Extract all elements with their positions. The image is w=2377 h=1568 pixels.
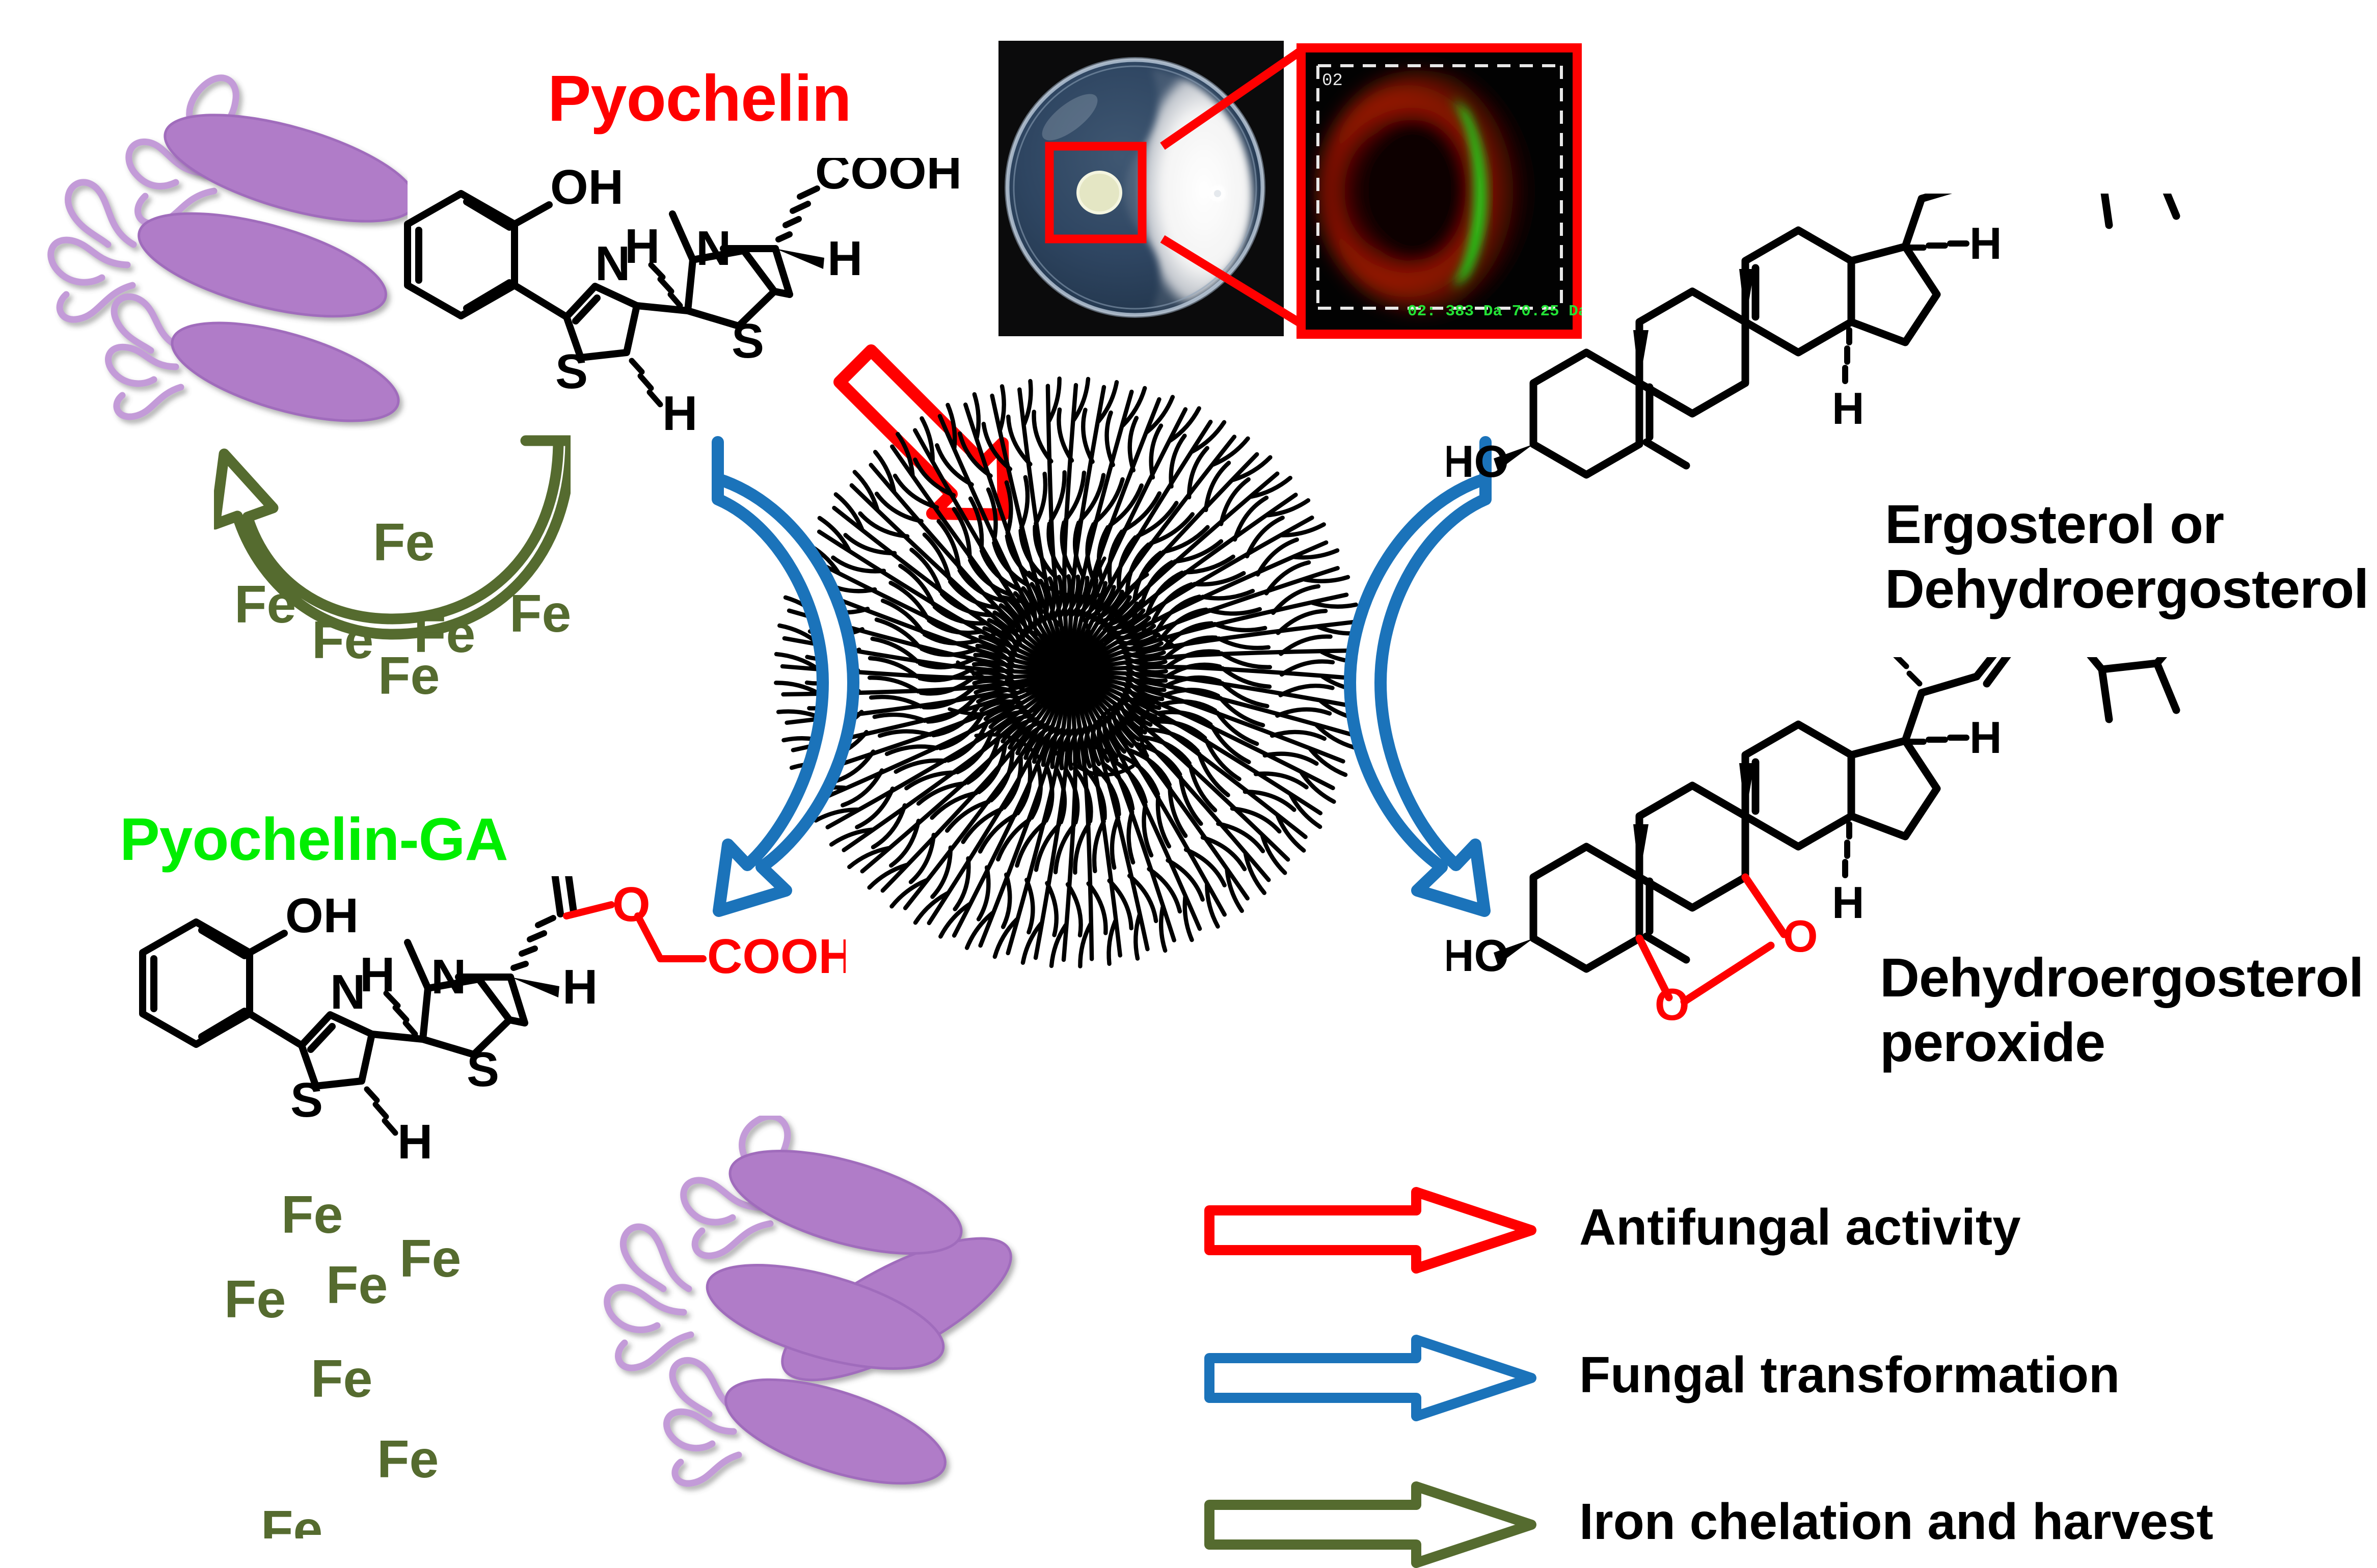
atom-HO: HO: [1447, 930, 1509, 981]
atom-N-ring2: N: [431, 950, 466, 1004]
atom-N-ring1: N: [330, 965, 365, 1019]
bacterium-6: [706, 1264, 945, 1370]
atom-H-right: H: [562, 960, 598, 1014]
legend-label-antifungal: Antifungal activity: [1579, 1199, 2021, 1256]
bacterium-1: [164, 114, 408, 223]
legend-arrow-iron-chelation: [1204, 1481, 1536, 1568]
pyochelin-ga-structure: OH N S H H N S H O O COOH: [139, 876, 846, 1169]
ergosterol-label-line2: Dehydroergosterol: [1885, 558, 2369, 620]
atom-H-C17: H: [1969, 712, 2002, 763]
legend-label-transformation: Fungal transformation: [1579, 1346, 2120, 1403]
legend-label-iron-chelation: Iron chelation and harvest: [1579, 1493, 2213, 1550]
peroxide-label-line2: peroxide: [1880, 1011, 2105, 1073]
pyochelin-title: Pyochelin: [548, 62, 852, 135]
fungal-mycelium: [754, 357, 1386, 988]
fe-label: Fe: [414, 605, 475, 664]
atom-COOH: COOH: [815, 158, 962, 199]
iron-cluster-top: Fe Fe Fe Fe Fe Fe: [234, 513, 571, 706]
atom-H-right: H: [827, 231, 862, 286]
atom-H-left: H: [360, 948, 395, 1002]
fungal-transformation-arrow-left: [712, 436, 859, 917]
atom-S-ring2: S: [732, 314, 764, 368]
flagella-top: [47, 74, 239, 420]
bacterium-5: [728, 1149, 963, 1255]
atom-H-ring1: H: [662, 386, 697, 441]
bacteria-cells-top: [138, 114, 408, 422]
fe-label: Fe: [224, 1270, 286, 1329]
ergosterol-label: Ergosterol or Dehydroergosterol: [1885, 492, 2369, 621]
fe-label: Fe: [311, 1349, 372, 1409]
atom-OH: OH: [285, 888, 359, 943]
peroxide-label-line1: Dehydroergosterol: [1880, 947, 2364, 1008]
antifungal-arrow-red: [833, 344, 1010, 521]
fe-label: Fe: [234, 575, 296, 634]
microscopy-panel-label: 02: [1322, 71, 1343, 91]
iron-chelation-arrow: [214, 435, 571, 640]
atom-H-C14: H: [1832, 877, 1865, 928]
legend-arrow-antifungal: [1204, 1187, 1536, 1274]
inhibition-disk: [1076, 171, 1122, 214]
atom-S-ring1: S: [555, 344, 588, 399]
roi-connector-lines: [1160, 43, 1309, 331]
bacteria-cells-bottom: [706, 1149, 1012, 1485]
atom-H-ring1: H: [397, 1115, 433, 1169]
atom-O-ester: O: [612, 877, 651, 932]
atom-N-ring2: N: [696, 221, 731, 276]
fe-label: Fe: [399, 1229, 461, 1288]
atom-O-peroxide-2: O: [1655, 979, 1689, 1030]
fe-label: Fe: [378, 646, 440, 706]
fe-label: Fe: [281, 1185, 343, 1245]
pyochelin-ga-title: Pyochelin-GA: [120, 806, 508, 873]
atom-S-ring2: S: [467, 1042, 499, 1097]
fe-label: Fe: [261, 1500, 322, 1538]
atom-H-C17: H: [1969, 218, 2002, 268]
bacterium-7: [724, 1378, 947, 1485]
legend-arrow-transformation: [1204, 1335, 1536, 1421]
pyochelin-structure: OH N S H H N S H COOH: [404, 158, 962, 441]
ergosterol-structure: HO H H: [1447, 194, 2180, 486]
atom-O-peroxide-1: O: [1783, 911, 1818, 961]
fluorescence-microscopy-panel: 02 02: 383 Da 70.25 Da: [1296, 43, 1582, 339]
bacteria-group-top-left: [47, 74, 408, 422]
fe-label: Fe: [326, 1256, 388, 1315]
bacterium-2: [138, 212, 387, 318]
fungal-transformation-arrow-right: [1344, 436, 1492, 917]
atom-O-carbonyl: O: [546, 876, 584, 879]
roi-box: [1045, 142, 1147, 244]
ergosterol-label-line1: Ergosterol or: [1885, 493, 2224, 555]
fe-label: Fe: [377, 1430, 439, 1489]
fe-label: Fe: [509, 584, 571, 643]
atom-N-ring1: N: [595, 236, 630, 291]
atom-HO: HO: [1447, 436, 1509, 486]
atom-COOH: COOH: [707, 929, 846, 984]
atom-H-left: H: [625, 219, 660, 274]
microscopy-scale-text: 02: 383 Da 70.25 Da: [1408, 303, 1582, 320]
fe-label: Fe: [373, 513, 435, 572]
bacterium-3: [171, 321, 400, 422]
atom-H-C14: H: [1832, 383, 1865, 434]
atom-OH: OH: [550, 160, 624, 214]
bacteria-group-bottom: [604, 1116, 1012, 1487]
fe-label: Fe: [312, 611, 373, 670]
dehydroergosterol-peroxide-label: Dehydroergosterol peroxide: [1880, 945, 2364, 1075]
iron-cluster-bottom: Fe Fe Fe Fe Fe Fe Fe: [224, 1185, 461, 1538]
atom-S-ring1: S: [290, 1073, 323, 1127]
dehydroergosterol-peroxide-structure: HO H H O O: [1447, 657, 2180, 1030]
